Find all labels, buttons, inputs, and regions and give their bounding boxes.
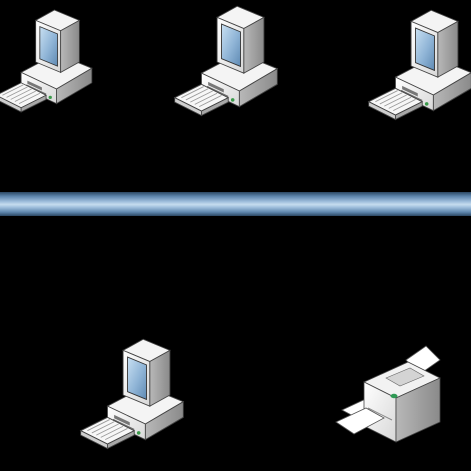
- network-bus-line: [0, 192, 471, 216]
- desktop-computer-icon: [368, 9, 471, 121]
- desktop-computer-icon: [174, 5, 278, 117]
- desktop-computer-icon: [80, 338, 184, 450]
- desktop-computer-icon: [0, 9, 93, 113]
- printer-icon: [335, 345, 441, 443]
